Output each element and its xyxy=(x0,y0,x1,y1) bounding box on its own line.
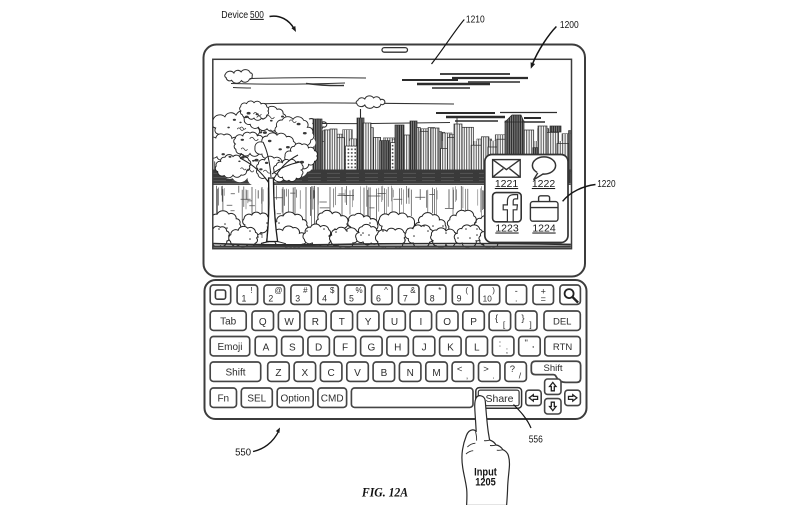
svg-text:T: T xyxy=(339,317,345,328)
svg-text:1224: 1224 xyxy=(532,223,556,235)
svg-text:B: B xyxy=(381,368,388,379)
svg-text:Y: Y xyxy=(365,317,372,328)
svg-text:]: ] xyxy=(529,320,531,330)
svg-text:L: L xyxy=(474,342,480,353)
svg-text:1200: 1200 xyxy=(560,20,579,31)
svg-text:+: + xyxy=(541,287,546,297)
svg-text:,: , xyxy=(466,370,468,380)
svg-text:!: ! xyxy=(250,286,252,295)
svg-text:': ' xyxy=(532,344,534,355)
svg-text:SEL: SEL xyxy=(247,394,266,405)
svg-text:): ) xyxy=(492,286,495,295)
svg-text:556: 556 xyxy=(529,435,543,446)
svg-text:FIG. 12A: FIG. 12A xyxy=(361,486,408,500)
svg-text:M: M xyxy=(432,368,440,379)
svg-text:=: = xyxy=(541,294,546,304)
svg-text:RTN: RTN xyxy=(553,342,572,353)
svg-text:P: P xyxy=(470,317,477,328)
svg-text:.: . xyxy=(492,370,494,380)
svg-text:J: J xyxy=(422,342,427,353)
svg-text:>: > xyxy=(483,364,489,375)
svg-text:H: H xyxy=(394,342,401,353)
svg-text:3: 3 xyxy=(295,293,300,303)
svg-text:N: N xyxy=(407,368,414,379)
svg-text:Shift: Shift xyxy=(225,368,245,379)
svg-text:1222: 1222 xyxy=(532,178,556,190)
svg-text:DEL: DEL xyxy=(553,317,571,328)
svg-text:{: { xyxy=(495,313,498,324)
svg-text:A: A xyxy=(263,342,270,353)
svg-text:I: I xyxy=(420,317,423,328)
svg-text:V: V xyxy=(354,368,361,379)
svg-text:.: . xyxy=(515,294,518,304)
svg-text:}: } xyxy=(521,313,524,324)
svg-text:<: < xyxy=(457,364,463,375)
svg-text:2: 2 xyxy=(268,293,273,303)
svg-text:F: F xyxy=(342,342,348,353)
svg-text:S: S xyxy=(289,342,296,353)
svg-text:C: C xyxy=(327,368,334,379)
svg-text:X: X xyxy=(301,368,308,379)
svg-text:1: 1 xyxy=(241,293,246,303)
svg-text:#: # xyxy=(303,286,308,295)
svg-text:Fn: Fn xyxy=(217,394,229,405)
svg-text:550: 550 xyxy=(235,448,251,459)
svg-text:@: @ xyxy=(274,286,282,295)
svg-text:/: / xyxy=(519,370,522,380)
svg-text:6: 6 xyxy=(376,293,381,303)
svg-text:%: % xyxy=(356,286,363,295)
svg-text:Q: Q xyxy=(259,317,267,328)
svg-text:;: ; xyxy=(506,345,508,355)
svg-text:Shift: Shift xyxy=(543,363,562,374)
svg-text:?: ? xyxy=(510,364,515,375)
svg-text:R: R xyxy=(312,317,319,328)
svg-text:10: 10 xyxy=(483,294,493,303)
svg-text:K: K xyxy=(447,342,454,353)
svg-text:O: O xyxy=(443,317,451,328)
svg-text:Option: Option xyxy=(280,394,309,405)
svg-text:5: 5 xyxy=(349,293,354,303)
svg-text:$: $ xyxy=(330,286,335,295)
svg-text:": " xyxy=(525,338,528,349)
svg-text:&: & xyxy=(410,286,416,295)
svg-text:Share: Share xyxy=(485,393,513,405)
svg-text:[: [ xyxy=(503,320,506,330)
svg-text:8: 8 xyxy=(430,293,435,303)
svg-text:(: ( xyxy=(465,286,468,295)
svg-text:1221: 1221 xyxy=(495,178,519,190)
svg-text:Device: Device xyxy=(221,10,248,21)
svg-text:Input: Input xyxy=(474,466,497,478)
svg-text:CMD: CMD xyxy=(321,394,344,405)
svg-text::: : xyxy=(499,339,502,350)
svg-text:1210: 1210 xyxy=(466,15,485,26)
svg-text:1220: 1220 xyxy=(597,179,616,190)
svg-text:1223: 1223 xyxy=(495,223,519,235)
svg-text:Z: Z xyxy=(275,368,281,379)
svg-text:U: U xyxy=(391,317,398,328)
svg-text:500: 500 xyxy=(250,10,264,21)
svg-text:D: D xyxy=(315,342,322,353)
svg-text:9: 9 xyxy=(457,293,462,303)
svg-text:4: 4 xyxy=(322,293,327,303)
svg-text:7: 7 xyxy=(403,293,408,303)
svg-text:Emoji: Emoji xyxy=(217,342,242,353)
svg-text:*: * xyxy=(438,286,441,295)
svg-text:W: W xyxy=(284,317,294,328)
svg-text:1205: 1205 xyxy=(475,477,496,489)
svg-text:^: ^ xyxy=(384,286,388,295)
svg-text:G: G xyxy=(368,342,376,353)
svg-text:-: - xyxy=(515,286,518,296)
svg-text:Tab: Tab xyxy=(220,317,237,328)
